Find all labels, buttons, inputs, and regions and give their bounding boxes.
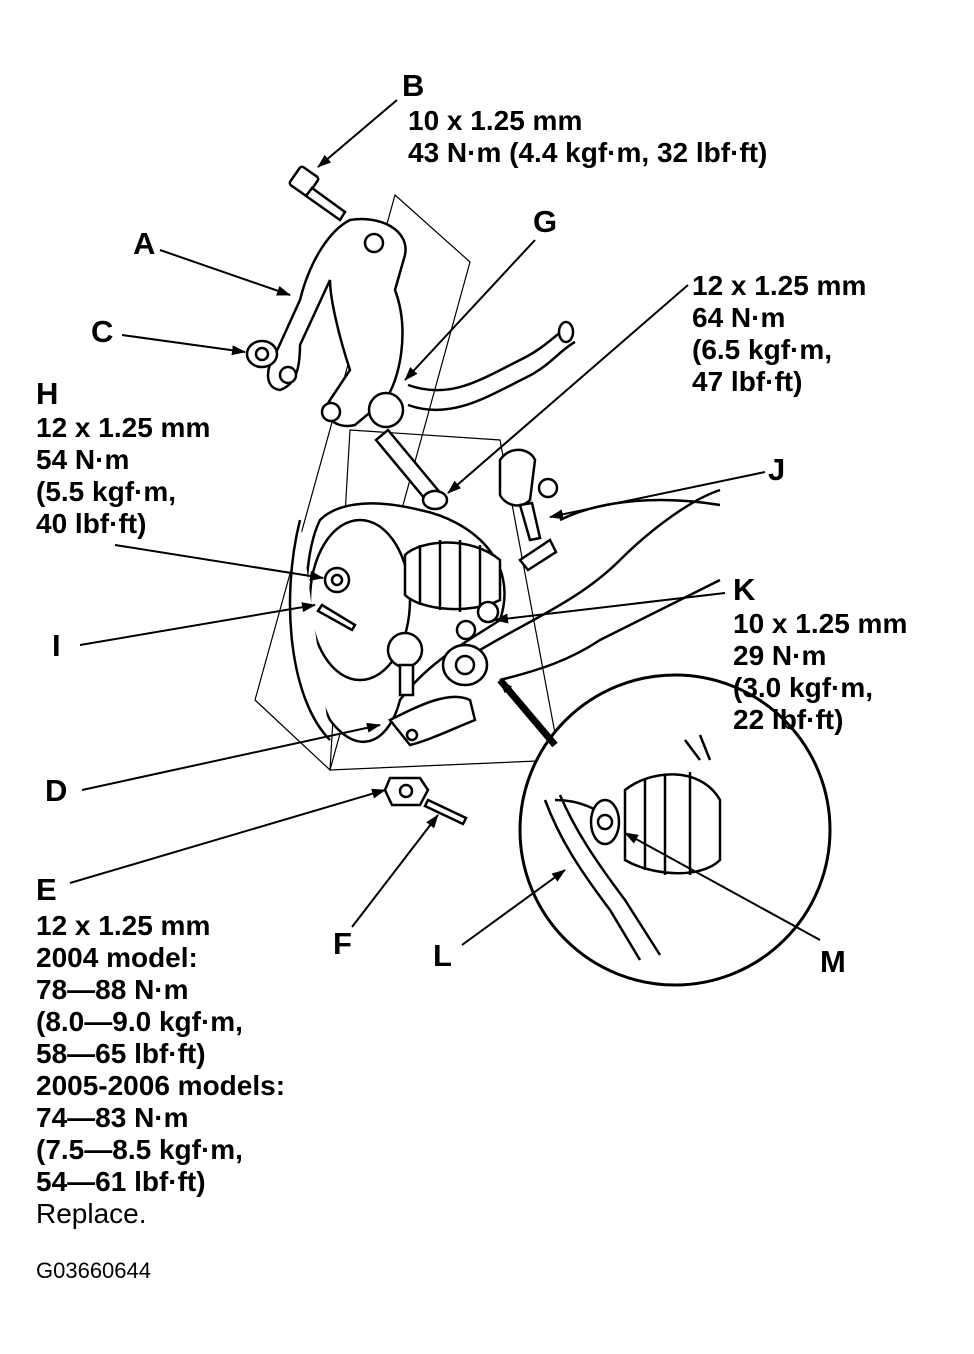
leader-C xyxy=(121,334,246,356)
spec-top-right-line-3: (6.5 kgf·m, xyxy=(692,334,833,365)
spec-E-line-7: 74—83 N·m xyxy=(36,1102,189,1133)
nut-K xyxy=(455,600,500,641)
leader-J xyxy=(549,471,766,520)
callout-H: H xyxy=(36,376,59,411)
leader-G xyxy=(404,239,536,381)
spec-E-line-5: 58—65 lbf·ft) xyxy=(36,1038,206,1069)
spec-K-line-1: 10 x 1.25 mm xyxy=(733,608,908,639)
nut-C xyxy=(245,339,279,369)
detail-contents xyxy=(543,734,722,961)
spec-top-right: 12 x 1.25 mm 64 N·m (6.5 kgf·m, 47 lbf·f… xyxy=(692,270,866,398)
lower-ball-joint-D xyxy=(386,631,477,747)
spec-K-line-2: 29 N·m xyxy=(733,640,827,671)
spec-E: 12 x 1.25 mm 2004 model: 78—88 N·m (8.0—… xyxy=(36,910,285,1230)
spec-K-line-3: (3.0 kgf·m, xyxy=(733,672,874,703)
spec-top-right-line-4: 47 lbf·ft) xyxy=(692,366,803,397)
spec-E-line-1: 12 x 1.25 mm xyxy=(36,910,211,941)
leader-K xyxy=(494,592,726,624)
leader-A xyxy=(159,249,291,296)
leader-I xyxy=(79,602,316,646)
leader-E xyxy=(69,788,386,884)
spec-top-right-line-1: 12 x 1.25 mm xyxy=(692,270,867,301)
callout-B: B xyxy=(402,68,425,103)
leader-F xyxy=(351,814,439,928)
callout-leaders xyxy=(69,99,821,946)
callout-D: D xyxy=(45,773,68,808)
spec-K: 10 x 1.25 mm 29 N·m (3.0 kgf·m, 22 lbf·f… xyxy=(733,608,907,736)
detail-pointer-arrow xyxy=(497,677,558,748)
callout-J: J xyxy=(768,452,786,487)
bolt-B xyxy=(288,165,347,222)
spec-top-right-line-2: 64 N·m xyxy=(692,302,786,333)
leader-L xyxy=(461,869,566,946)
cotter-pin-I xyxy=(316,603,357,632)
leader-top-right xyxy=(447,284,689,494)
callout-A: A xyxy=(133,226,156,261)
spec-B: 10 x 1.25 mm 43 N·m (4.4 kgf·m, 32 lbf·f… xyxy=(408,105,767,169)
ball-joint-G xyxy=(367,391,449,511)
spec-E-line-8: (7.5—8.5 kgf·m, xyxy=(36,1134,243,1165)
callout-L: L xyxy=(433,938,452,973)
cotter-pin-F xyxy=(423,798,468,826)
leader-H xyxy=(114,544,324,581)
spec-E-line-4: (8.0—9.0 kgf·m, xyxy=(36,1006,243,1037)
callout-G: G xyxy=(533,204,558,239)
spec-H-line-4: 40 lbf·ft) xyxy=(36,508,147,539)
spec-H: 12 x 1.25 mm 54 N·m (5.5 kgf·m, 40 lbf·f… xyxy=(36,412,210,540)
spec-H-line-1: 12 x 1.25 mm xyxy=(36,412,211,443)
spec-E-line-3: 78—88 N·m xyxy=(36,974,189,1005)
leader-B xyxy=(317,99,398,168)
nut-H xyxy=(323,566,351,594)
spec-E-line-6: 2005-2006 models: xyxy=(36,1070,286,1101)
callout-K: K xyxy=(733,572,756,607)
spec-E-line-2: 2004 model: xyxy=(36,942,198,973)
callout-E: E xyxy=(36,872,57,907)
callout-M: M xyxy=(820,944,846,979)
callout-I: I xyxy=(52,628,61,663)
callout-F: F xyxy=(333,926,352,961)
stabilizer-link-J xyxy=(498,448,559,572)
spec-B-line-1: 10 x 1.25 mm xyxy=(408,105,583,136)
spec-H-line-2: 54 N·m xyxy=(36,444,130,475)
drive-shaft-boot xyxy=(403,540,502,612)
castle-nut-E xyxy=(383,776,430,807)
figure-code: G03660644 xyxy=(36,1258,151,1283)
leader-D xyxy=(81,722,381,791)
stabilizer-bar xyxy=(407,320,576,412)
callout-C: C xyxy=(91,314,114,349)
leader-M xyxy=(624,832,821,941)
spec-E-note: Replace. xyxy=(36,1198,147,1229)
spec-B-line-2: 43 N·m (4.4 kgf·m, 32 lbf·ft) xyxy=(408,137,768,168)
spec-E-line-9: 54—61 lbf·ft) xyxy=(36,1166,206,1197)
spec-K-line-4: 22 lbf·ft) xyxy=(733,704,844,735)
spec-H-line-3: (5.5 kgf·m, xyxy=(36,476,177,507)
